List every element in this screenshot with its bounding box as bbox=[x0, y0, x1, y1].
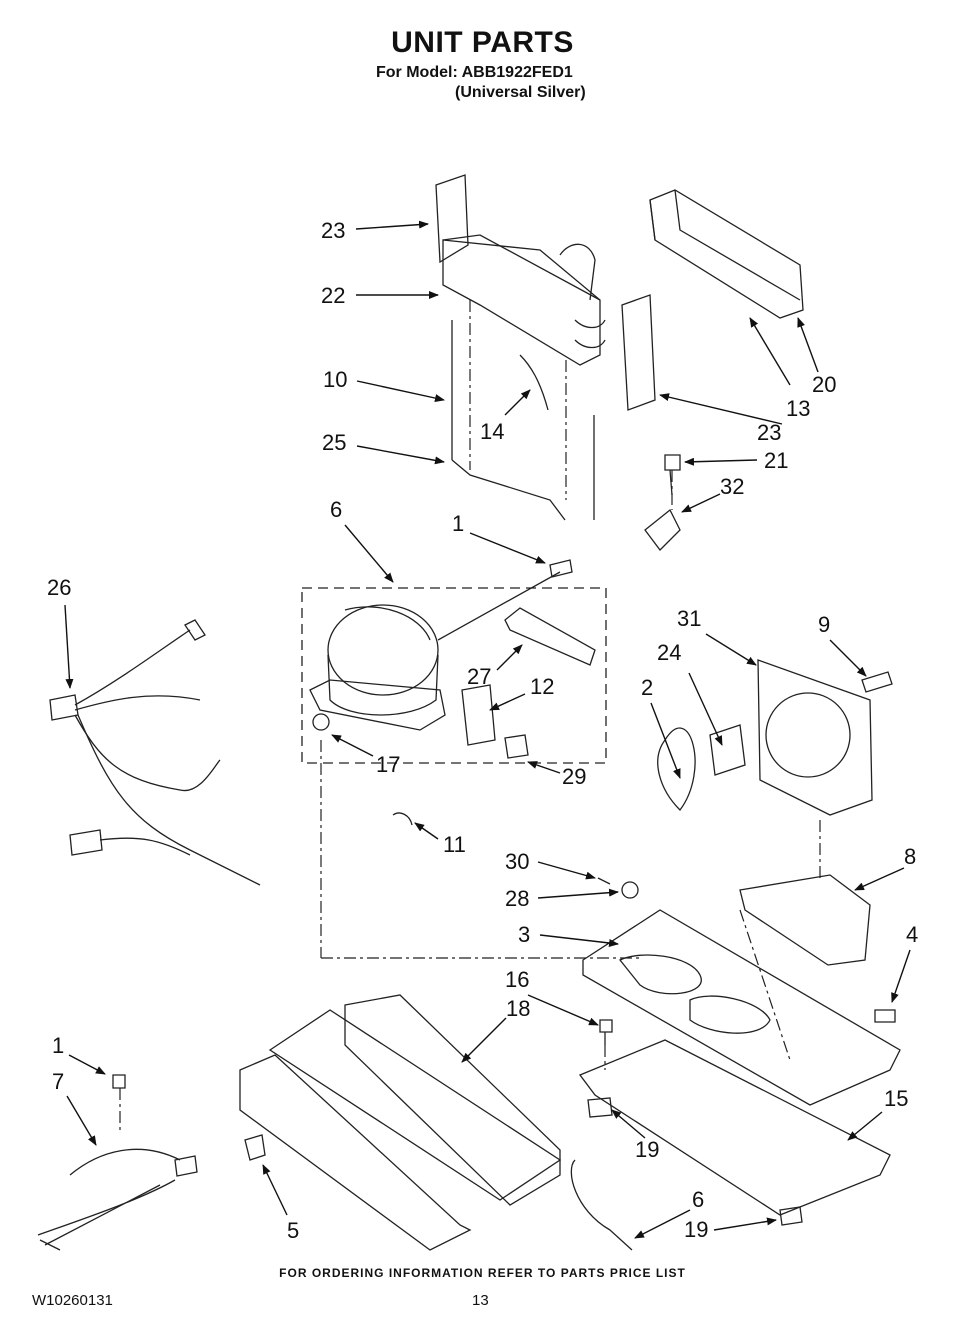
foot-19b-drawing bbox=[779, 1206, 803, 1226]
callout-23-a: 23 bbox=[321, 218, 345, 243]
screw-4-drawing bbox=[874, 1009, 896, 1023]
wiring-harness-drawing bbox=[49, 619, 261, 886]
callout-27: 27 bbox=[467, 664, 491, 689]
dryer-drawing bbox=[504, 607, 596, 666]
callout-9: 9 bbox=[818, 612, 830, 637]
compressor-drawing bbox=[309, 604, 446, 731]
callout-28: 28 bbox=[505, 886, 529, 911]
callout-15: 15 bbox=[884, 1086, 908, 1111]
callout-19-a: 19 bbox=[635, 1137, 659, 1162]
screw-16-drawing bbox=[599, 1019, 613, 1045]
foot-19a-drawing bbox=[587, 1097, 613, 1118]
document-number: W10260131 bbox=[32, 1292, 113, 1309]
callout-1-a: 1 bbox=[452, 511, 464, 536]
callout-14: 14 bbox=[480, 419, 504, 444]
callout-4: 4 bbox=[906, 922, 918, 947]
callout-labels: 23 22 10 25 14 23 13 20 21 32 6 1 26 27 … bbox=[47, 218, 918, 1243]
color-line: (Universal Silver) bbox=[455, 84, 586, 101]
drain-pan-drawing bbox=[578, 1039, 891, 1216]
callout-31: 31 bbox=[677, 606, 701, 631]
callout-5: 5 bbox=[287, 1218, 299, 1243]
callout-11: 11 bbox=[443, 832, 466, 857]
callout-1-b: 1 bbox=[52, 1033, 64, 1058]
callout-6-a: 6 bbox=[330, 497, 342, 522]
overload-cap-drawing bbox=[504, 734, 529, 759]
grommet-9-drawing bbox=[861, 671, 893, 693]
base-plate-drawing bbox=[582, 909, 901, 1106]
evaporator-coil-drawing bbox=[435, 174, 606, 521]
top-cover-drawing bbox=[649, 189, 804, 319]
callout-23-b: 23 bbox=[757, 420, 781, 445]
relay-drawing bbox=[461, 684, 496, 746]
clip-5-drawing bbox=[244, 1134, 266, 1161]
callout-22: 22 bbox=[321, 283, 345, 308]
grommet-28-drawing bbox=[621, 881, 639, 899]
callout-7: 7 bbox=[52, 1069, 64, 1094]
harness-7-drawing bbox=[37, 1148, 198, 1251]
fan-blade-drawing bbox=[657, 727, 696, 811]
callout-25: 25 bbox=[322, 430, 346, 455]
callout-3: 3 bbox=[518, 922, 530, 947]
callout-10: 10 bbox=[323, 367, 347, 392]
callout-26: 26 bbox=[47, 575, 71, 600]
callout-21: 21 bbox=[764, 448, 788, 473]
screw-1a-drawing bbox=[549, 559, 573, 578]
screw-1b-drawing bbox=[112, 1074, 126, 1089]
wire-6-drawing bbox=[570, 1159, 633, 1251]
grommet-drawing bbox=[312, 713, 330, 731]
callout-29: 29 bbox=[562, 764, 586, 789]
callout-18: 18 bbox=[506, 996, 530, 1021]
callout-12: 12 bbox=[530, 674, 554, 699]
page-number: 13 bbox=[472, 1292, 489, 1309]
page-title: UNIT PARTS bbox=[391, 26, 574, 59]
fan-motor-drawing bbox=[709, 724, 746, 776]
fan-shroud-drawing bbox=[757, 659, 873, 816]
condenser-drawing bbox=[239, 994, 562, 1251]
callout-20: 20 bbox=[812, 372, 836, 397]
support-bracket-drawing bbox=[739, 874, 871, 966]
callout-19-b: 19 bbox=[684, 1217, 708, 1242]
clip-drawing bbox=[644, 508, 681, 551]
ordering-note: FOR ORDERING INFORMATION REFER TO PARTS … bbox=[279, 1266, 686, 1280]
callout-13: 13 bbox=[786, 396, 810, 421]
callout-17: 17 bbox=[376, 752, 400, 777]
model-line: For Model: ABB1922FED1 bbox=[376, 64, 573, 81]
leader-arrows bbox=[64, 220, 911, 1239]
callout-2: 2 bbox=[641, 675, 653, 700]
side-bracket-drawing bbox=[621, 294, 656, 411]
callout-6-b: 6 bbox=[692, 1187, 704, 1212]
wire-11-drawing bbox=[392, 812, 413, 826]
callout-30: 30 bbox=[505, 849, 529, 874]
callout-8: 8 bbox=[904, 844, 916, 869]
pin-30-drawing bbox=[597, 877, 611, 885]
compressor-group-box bbox=[301, 587, 607, 764]
callout-24: 24 bbox=[657, 640, 681, 665]
callout-32: 32 bbox=[720, 474, 744, 499]
callout-16: 16 bbox=[505, 967, 529, 992]
screw-drawing bbox=[664, 454, 681, 496]
